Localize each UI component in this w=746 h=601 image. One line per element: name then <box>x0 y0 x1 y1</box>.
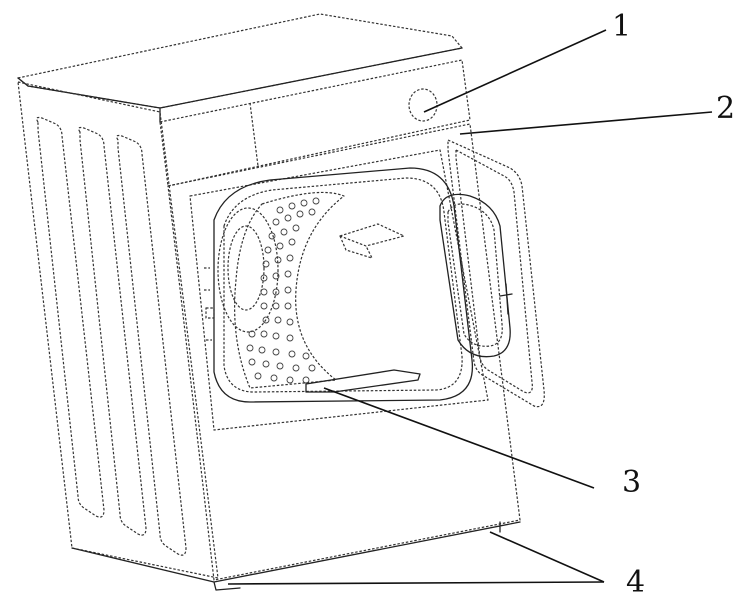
drum-perforated-wall <box>234 191 345 389</box>
side-vent-2 <box>78 126 147 536</box>
control-panel-divider <box>249 102 259 167</box>
drum-lifter <box>339 223 405 259</box>
hinge-marks <box>204 267 215 341</box>
leader-line-4b <box>227 581 605 585</box>
leader-line-4a <box>489 531 605 583</box>
control-knob <box>408 88 438 122</box>
leader-line-2 <box>459 111 713 135</box>
top-panel-front-edge <box>17 47 463 123</box>
door-latch <box>499 283 513 315</box>
door-glass <box>439 193 511 358</box>
door-frame-inner <box>455 149 533 394</box>
front-panel <box>167 123 521 581</box>
opening-rim <box>213 167 474 403</box>
label-1: 1 <box>612 9 631 44</box>
side-vent-1 <box>36 116 105 518</box>
drum-back-ring-1 <box>217 207 279 333</box>
label-4: 4 <box>626 565 645 600</box>
leader-lines <box>227 29 713 585</box>
dryer-cabinet <box>17 13 521 591</box>
door-frame-outer <box>447 139 545 408</box>
opening-inner-rim <box>223 177 463 393</box>
base-edge <box>71 521 521 591</box>
drum-perforations <box>246 197 320 384</box>
opening-outer-frame <box>189 149 489 431</box>
drum-back-ring-2 <box>227 225 265 311</box>
leader-line-1 <box>423 29 607 113</box>
side-panel <box>17 81 219 579</box>
label-3: 3 <box>622 465 641 500</box>
label-2: 2 <box>716 91 735 126</box>
door-glass-inner <box>447 203 503 347</box>
lint-filter <box>305 369 421 393</box>
open-door <box>439 139 545 408</box>
control-panel <box>159 59 471 187</box>
side-vent-3 <box>116 134 187 556</box>
leader-line-3 <box>323 387 595 489</box>
door-opening <box>189 149 489 431</box>
